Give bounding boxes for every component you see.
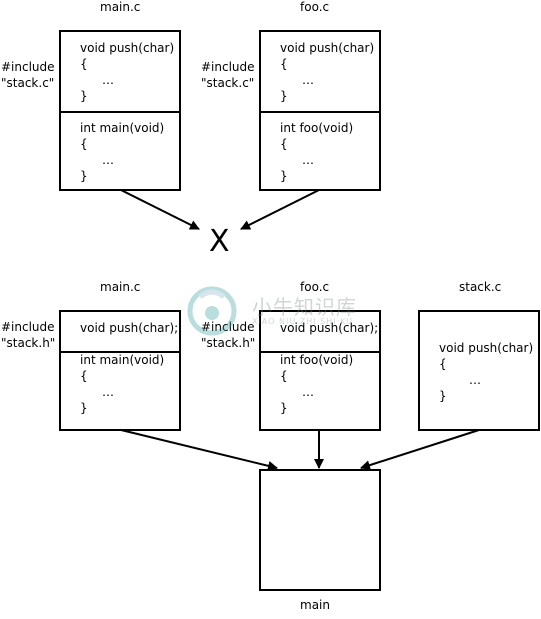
bottom-foo-include-file: "stack.h" [201, 336, 256, 350]
bottom-foo-title: foo.c [300, 280, 330, 294]
section-divider [61, 111, 179, 113]
top-main-c-box: void push(char) { … } int main(void) { …… [59, 30, 181, 191]
brace-open: { [80, 57, 88, 71]
top-main-include-file: "stack.c" [1, 76, 55, 90]
bottom-stack-title: stack.c [459, 280, 502, 294]
main-definition: int main(void) [80, 121, 165, 135]
ellipsis: … [469, 373, 481, 387]
ellipsis: … [102, 385, 114, 399]
brace-close: } [80, 169, 88, 183]
push-definition: void push(char) [439, 341, 534, 355]
push-declaration: void push(char); [280, 321, 379, 335]
arrow-stack-to-linked [360, 429, 480, 471]
watermark: 小牛知识库 XIAO NIU ZHI SHI KU [186, 283, 356, 339]
ellipsis: … [302, 385, 314, 399]
foo-definition: int foo(void) [280, 353, 354, 367]
brace-close: } [280, 401, 288, 415]
linked-executable-label: main [300, 598, 330, 612]
top-foo-c-box: void push(char) { … } int foo(void) { … … [259, 30, 381, 191]
brace-open: { [280, 369, 288, 383]
brace-open: { [280, 57, 288, 71]
brace-open: { [280, 137, 288, 151]
push-definition: void push(char) [80, 41, 175, 55]
top-main-title: main.c [100, 0, 141, 14]
brace-close: } [439, 389, 447, 403]
ellipsis: … [102, 153, 114, 167]
bottom-stack-c-box: void push(char) { … } [418, 310, 540, 431]
section-divider [61, 351, 179, 353]
top-foo-include-file: "stack.c" [201, 76, 255, 90]
bottom-foo-include-directive: #include [201, 320, 255, 334]
bottom-main-title: main.c [100, 280, 141, 294]
top-foo-include-directive: #include [201, 60, 255, 74]
brace-close: } [80, 89, 88, 103]
arrow-main-to-x [120, 189, 200, 230]
ellipsis: … [302, 73, 314, 87]
bottom-foo-c-box: void push(char); int foo(void) { … } [259, 310, 381, 431]
foo-definition: int foo(void) [280, 121, 354, 135]
top-foo-title: foo.c [300, 0, 330, 14]
section-divider [261, 111, 379, 113]
ellipsis: … [302, 153, 314, 167]
bottom-main-c-box: void push(char); int main(void) { … } [59, 310, 181, 431]
brace-open: { [439, 357, 447, 371]
section-divider [261, 351, 379, 353]
top-main-include-directive: #include [1, 60, 55, 74]
main-definition: int main(void) [80, 353, 165, 367]
watermark-logo-icon [187, 286, 237, 336]
watermark-subtext: XIAO NIU ZHI SHI KU [252, 317, 354, 326]
link-error-mark: X [209, 224, 230, 259]
brace-close: } [280, 89, 288, 103]
push-declaration: void push(char); [80, 321, 179, 335]
brace-close: } [80, 401, 88, 415]
ellipsis: … [102, 73, 114, 87]
linked-executable-box [259, 469, 381, 591]
brace-open: { [80, 137, 88, 151]
brace-open: { [80, 369, 88, 383]
watermark-text: 小牛知识库 [252, 295, 357, 319]
arrow-main-to-linked [120, 429, 278, 471]
brace-close: } [280, 169, 288, 183]
bottom-main-include-file: "stack.h" [1, 336, 56, 350]
arrow-foo-to-x [240, 189, 320, 230]
bottom-main-include-directive: #include [1, 320, 55, 334]
push-definition: void push(char) [280, 41, 375, 55]
